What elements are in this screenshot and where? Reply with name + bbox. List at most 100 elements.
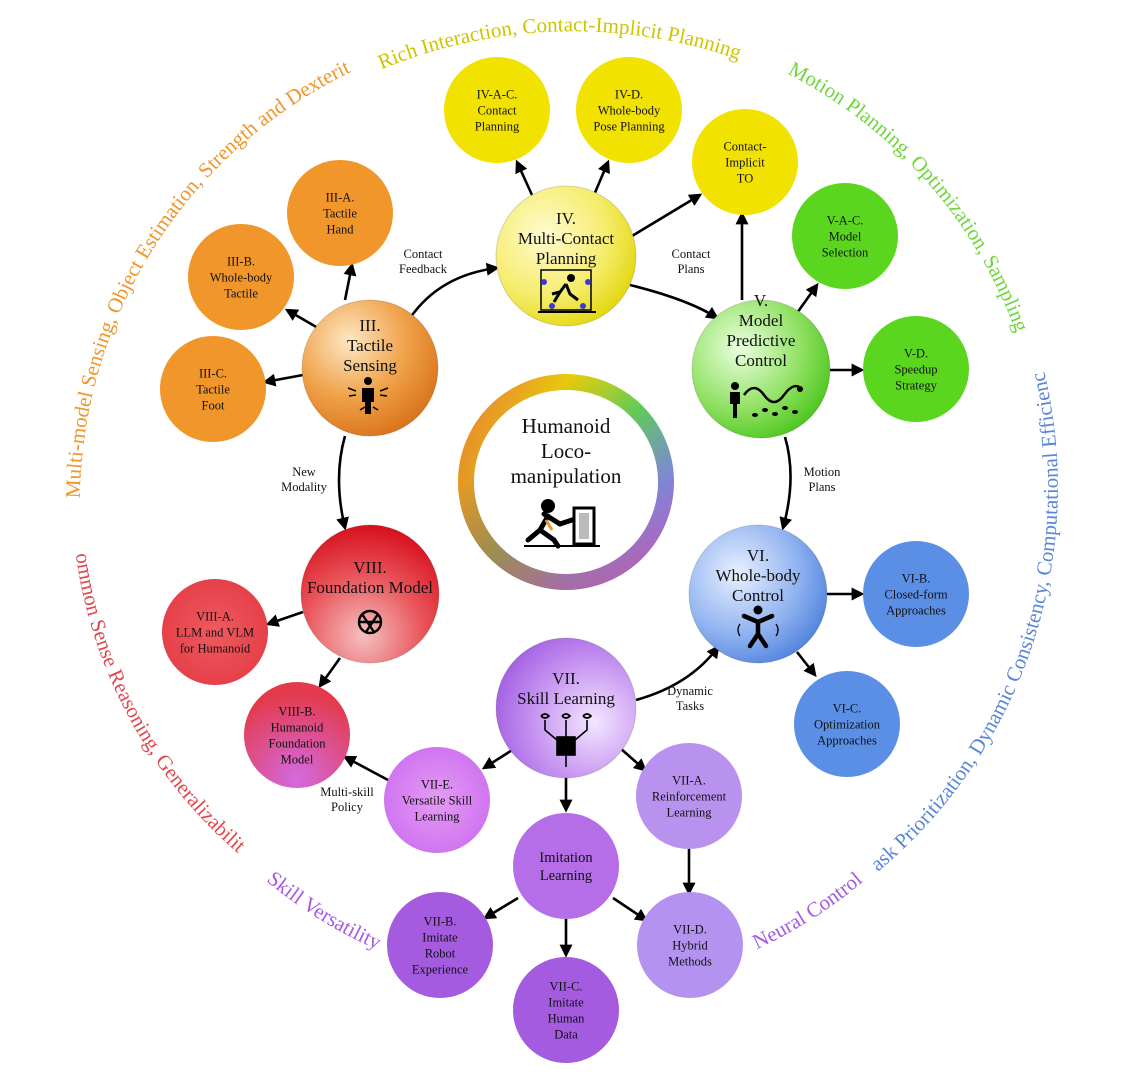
- node-label-line: Implicit: [725, 155, 765, 169]
- node-label-line: Imitate: [548, 995, 584, 1009]
- center-line-3: manipulation: [511, 464, 622, 488]
- node-label-line: Optimization: [814, 717, 881, 731]
- node-circle: [637, 892, 743, 998]
- node-label-line: Versatile Skill: [402, 793, 473, 807]
- node-label-line: Humanoid: [271, 720, 325, 734]
- node-label-line: Tactile: [224, 286, 258, 300]
- node-label-line: IV.: [556, 209, 576, 228]
- node-label-line: Contact-: [723, 139, 766, 153]
- node-circle: [444, 57, 550, 163]
- node-circle: [301, 299, 439, 437]
- node-label-line: Model: [281, 752, 314, 766]
- node-label-line: Closed-form: [884, 587, 947, 601]
- node-label-line: Tactile: [323, 206, 357, 220]
- node-label-line: Foundation Model: [307, 578, 433, 597]
- node-label-line: VII-B.: [424, 914, 457, 928]
- arrow-wholebody-pose: [592, 159, 610, 196]
- node-label-line: VII.: [552, 669, 580, 688]
- edge-label-contact-feedback: Feedback: [399, 262, 448, 276]
- node-circle: [244, 682, 350, 788]
- node-label-line: Tactile: [196, 382, 230, 396]
- center-disc: [474, 390, 658, 574]
- node-circle: [863, 541, 969, 647]
- node-label-line: VI.: [747, 546, 769, 565]
- node-circle: [188, 224, 294, 330]
- node-label-line: Human: [548, 1011, 586, 1025]
- node-label-line: Sensing: [343, 356, 397, 375]
- node-label-line: Contact: [478, 103, 517, 117]
- node-label-line: Experience: [412, 962, 469, 976]
- edge-label-new-modality: Modality: [281, 480, 328, 494]
- node-circle: [387, 892, 493, 998]
- node-label-line: Model: [829, 229, 862, 243]
- node-label-line: TO: [737, 171, 753, 185]
- node-label-line: Hand: [326, 222, 354, 236]
- arrow-optimization: [795, 651, 817, 678]
- node-label-line: Pose Planning: [593, 119, 665, 133]
- node-label-line: Imitation: [539, 850, 593, 866]
- center-node: Humanoid Loco- manipulation: [458, 374, 674, 590]
- arrows: [262, 159, 865, 958]
- arrow-wholebody-tactile: [284, 308, 319, 330]
- node-label-line: III-C.: [199, 366, 227, 380]
- node-circle: [300, 524, 440, 664]
- arrow-new-modality: [336, 435, 349, 531]
- arrow-imitate-robot: [482, 896, 519, 920]
- edge-label-contact-feedback: Contact: [404, 247, 443, 261]
- node-label-line: Model: [739, 311, 784, 330]
- edge-label-new-modality: New: [292, 465, 316, 479]
- arrow-humanoid-fm: [318, 657, 342, 689]
- node-circle: [495, 185, 637, 327]
- node-label-line: Planning: [536, 249, 597, 268]
- node-label-line: Selection: [822, 245, 869, 259]
- node-label-line: for Humanoid: [180, 641, 251, 655]
- node-circle: [513, 957, 619, 1063]
- openai-logo-icon: [357, 609, 383, 635]
- node-circle: [636, 743, 742, 849]
- node-label-line: Hybrid: [672, 938, 708, 952]
- node-label-line: Speedup: [894, 362, 937, 376]
- skill-chip-icon: [540, 713, 593, 767]
- node-label-line: Learning: [666, 805, 712, 819]
- node-circle: [692, 109, 798, 215]
- arrow-contact-plans: [629, 283, 720, 320]
- node-label-line: Control: [735, 351, 787, 370]
- edge-label-contact-plans: Plans: [677, 262, 704, 276]
- node-label-line: Imitate: [422, 930, 458, 944]
- node-foundation: VIII.Foundation Model: [300, 524, 440, 664]
- edge-label-dynamic-tasks: Dynamic: [667, 684, 713, 698]
- arrow-contact-implicit: [631, 193, 703, 238]
- node-label-line: V-D.: [904, 346, 928, 360]
- node-circle: [160, 336, 266, 442]
- node-circle: [794, 671, 900, 777]
- node-label-line: VII-A.: [672, 773, 706, 787]
- node-label-line: Control: [732, 586, 784, 605]
- arrow-tactile-hand: [343, 262, 357, 301]
- node-label-line: V-A-C.: [827, 213, 864, 227]
- node-label-line: IV-D.: [615, 87, 643, 101]
- node-skill-learning: VII.Skill Learning: [495, 637, 637, 779]
- node-label-line: VI-C.: [833, 701, 862, 715]
- arrow-contact-feedback: [408, 262, 500, 319]
- node-label-line: VI-B.: [902, 571, 931, 585]
- arrow-hybrid: [612, 896, 649, 922]
- node-circle: [384, 747, 490, 853]
- arrow-model-selection: [795, 282, 819, 314]
- arc-label-bottom-right: Neural Control: [749, 867, 867, 954]
- center-line-2: Loco-: [541, 439, 591, 463]
- arrow-contact-planning: [515, 159, 534, 196]
- node-label-line: Tactile: [347, 336, 393, 355]
- arrow-motion-plans: [779, 436, 793, 531]
